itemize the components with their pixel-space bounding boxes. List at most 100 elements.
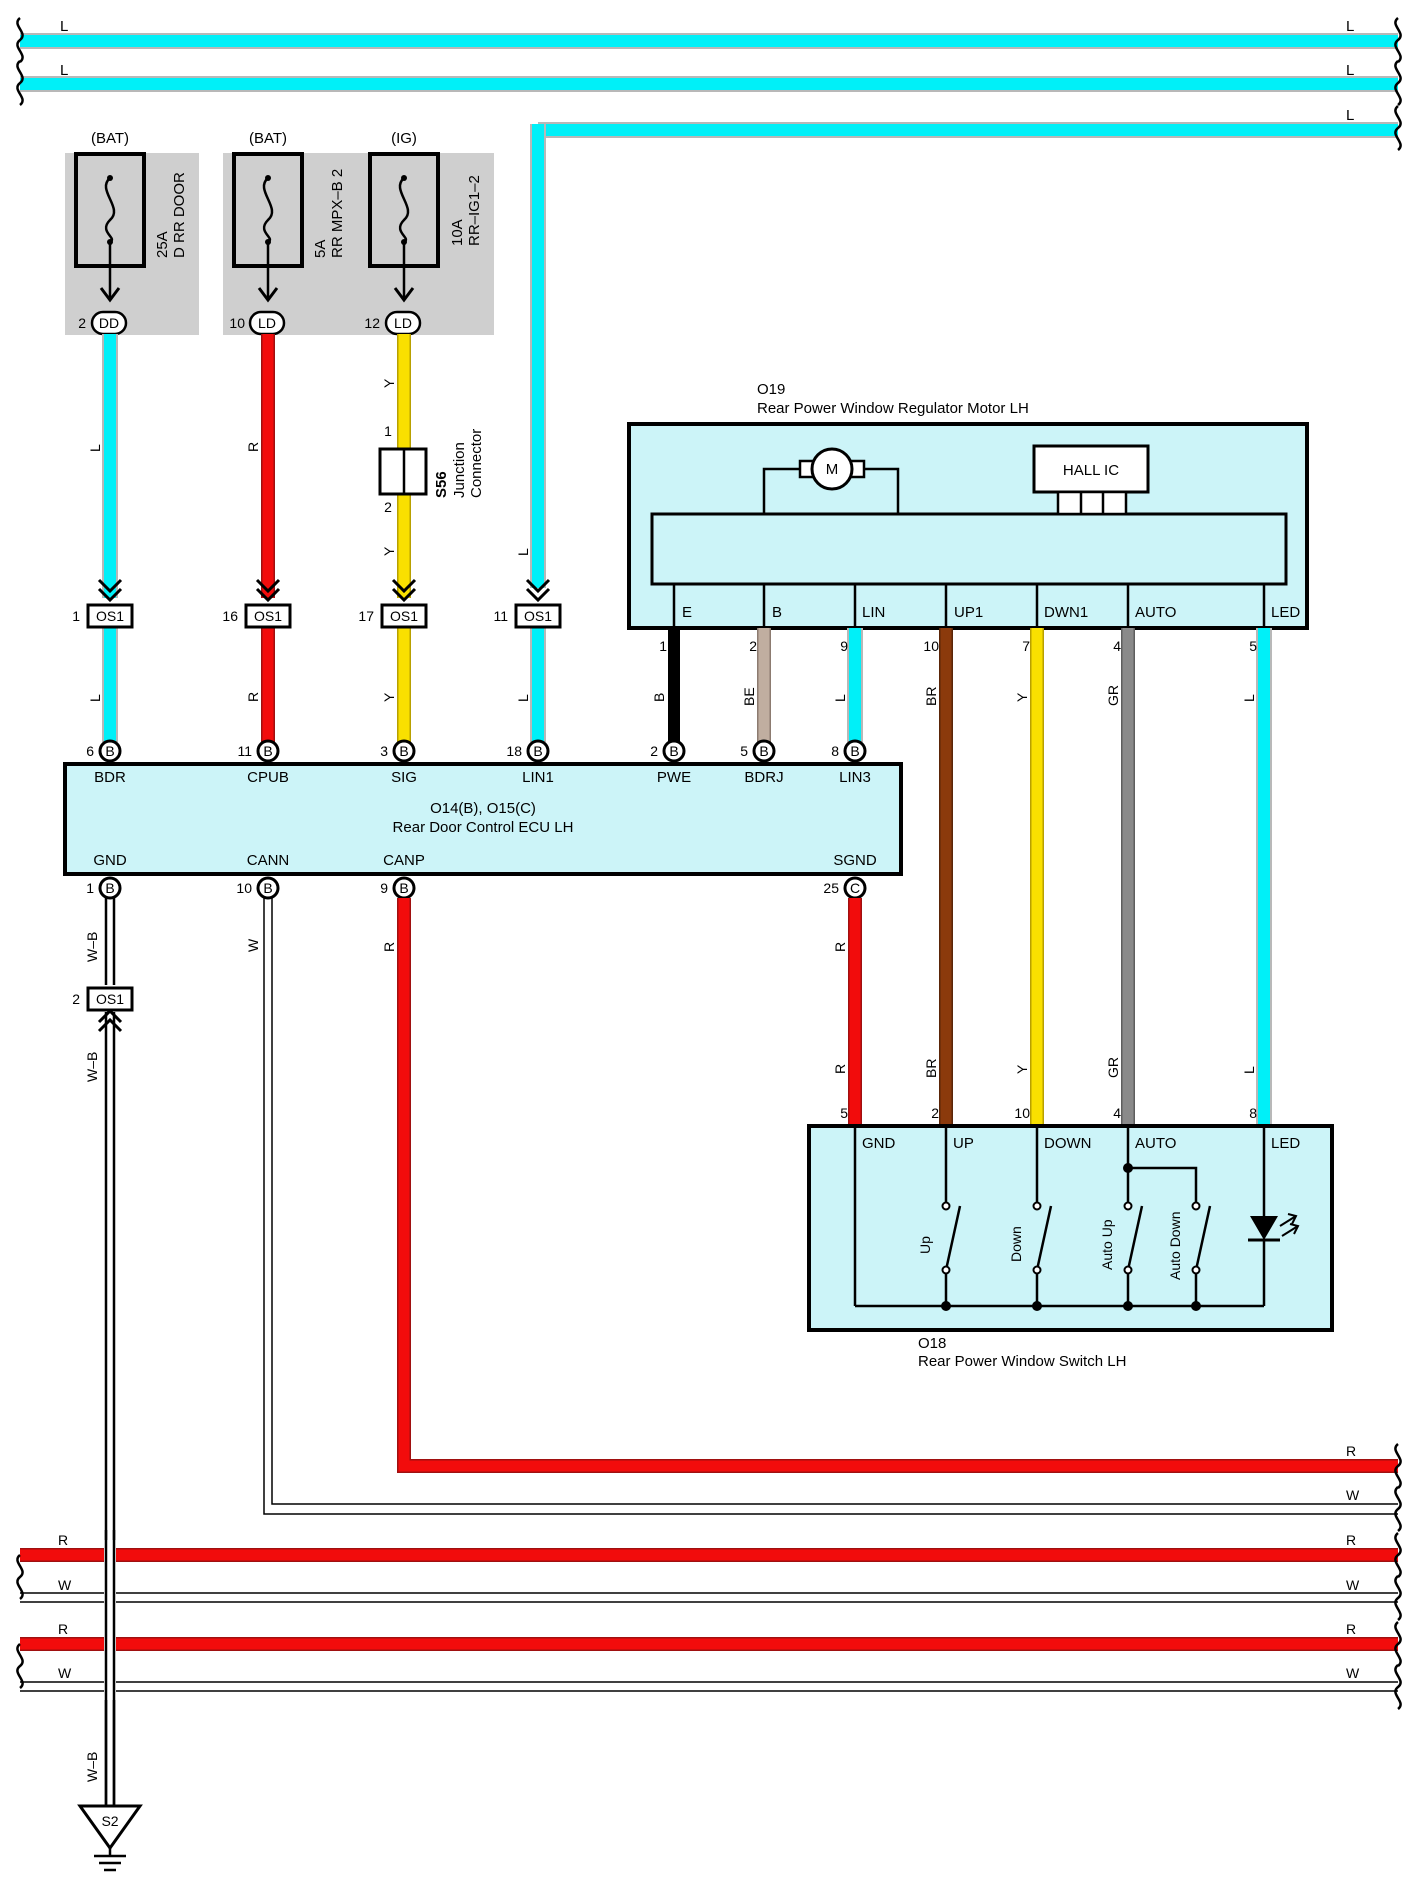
switch-pin-gnd: 5 xyxy=(840,1105,848,1121)
motor-term-auto: AUTO xyxy=(1135,604,1176,621)
wire-label-os1-17: Y xyxy=(381,692,397,702)
wire-label-motor-7: Y xyxy=(1014,692,1030,702)
bottom-bus-canp-right-label: R xyxy=(1346,1443,1356,1459)
ecu-bot-name-2: CANN xyxy=(247,852,290,869)
wire-label-sgnd-a: R xyxy=(832,942,848,952)
bottom-bus-group: R W R R W W R R W W xyxy=(16,1442,1402,1806)
ecu-top-conn-5: B xyxy=(669,743,678,759)
wire-label-motor-2: BE xyxy=(741,687,757,706)
bottom-bus-4-right-label: W xyxy=(1346,1665,1360,1681)
switch-contact-auto-up: Auto Up xyxy=(1099,1219,1115,1270)
bottom-bus-1-left-label: R xyxy=(58,1532,68,1548)
ecu-top-conn-4: B xyxy=(533,743,542,759)
fuse-3-supply: (IG) xyxy=(391,130,417,147)
switch-pin-down: 10 xyxy=(1014,1105,1030,1121)
fuse-1-pin: 2 xyxy=(78,315,86,331)
motor-name: Rear Power Window Regulator Motor LH xyxy=(757,400,1029,417)
os1-2-pin: 2 xyxy=(72,991,80,1007)
wire-label-cann: W xyxy=(245,938,261,952)
motor-symbol: M xyxy=(826,461,839,478)
motor-term-b: B xyxy=(772,604,782,621)
os1-11-pin: 11 xyxy=(493,608,508,624)
os1-11-label: OS1 xyxy=(524,608,552,624)
ground-s2: S2 xyxy=(77,1804,143,1872)
ecu-top-conn-7: B xyxy=(850,743,859,759)
wire-label-os1-11: L xyxy=(515,694,531,702)
wire-label-up-b: BR xyxy=(923,1059,939,1078)
wire-label-gnd-end: W–B xyxy=(84,1752,100,1782)
ecu-top-conn-1: B xyxy=(105,743,114,759)
wire-label-canp: R xyxy=(381,942,397,952)
bottom-bus-2-right-label: W xyxy=(1346,1577,1360,1593)
os1-2-label: OS1 xyxy=(96,991,124,1007)
motor-pin-dwn1: 7 xyxy=(1022,638,1030,654)
motor-pin-b: 2 xyxy=(749,638,757,654)
ecu-bot-conn-4: C xyxy=(850,880,860,896)
wire-label-down-b: Y xyxy=(1014,1064,1030,1074)
wire-label-gnd-top: W–B xyxy=(84,932,100,962)
ground-label: S2 xyxy=(101,1813,118,1829)
switch-term-up: UP xyxy=(953,1135,974,1152)
fuse-panel-2-3: (BAT) 5A RR MPX–B 2 LD 10 (IG) 10A RR–IG… xyxy=(223,130,494,336)
ecu-top-conn-3: B xyxy=(399,743,408,759)
ecu-bot-name-1: GND xyxy=(93,852,127,869)
ecu-top-pin-4: 18 xyxy=(506,743,522,759)
top-bus-group: L L L L L xyxy=(16,16,1402,588)
motor-o19: O19 Rear Power Window Regulator Motor LH… xyxy=(627,381,1309,630)
motor-term-e: E xyxy=(682,604,692,621)
top-bus-2-left-label: L xyxy=(60,62,68,79)
wire-label-motor-9: L xyxy=(832,694,848,702)
switch-pin-auto: 4 xyxy=(1113,1105,1121,1121)
switch-name: Rear Power Window Switch LH xyxy=(918,1353,1126,1370)
ecu-top-pin-5: 2 xyxy=(650,743,658,759)
ecu-top-name-4: LIN1 xyxy=(522,769,554,786)
junction-pin-out: 2 xyxy=(384,499,392,515)
ecu-top-name-6: BDRJ xyxy=(744,769,783,786)
bottom-bus-cann-right-label: W xyxy=(1346,1487,1360,1503)
wire-label-os1-16: R xyxy=(245,692,261,702)
ecu-name: Rear Door Control ECU LH xyxy=(393,819,574,836)
motor-pin-lin: 9 xyxy=(840,638,848,654)
ecu-top-pin-3: 3 xyxy=(380,743,388,759)
os1-17-label: OS1 xyxy=(390,608,418,624)
wire-label-motor-5: L xyxy=(1241,694,1257,702)
fuse-1-rating: 25A xyxy=(154,231,171,258)
ecu-bot-pin-3: 9 xyxy=(380,880,388,896)
os1-17-pin: 17 xyxy=(358,608,374,624)
motor-pin-led: 5 xyxy=(1249,638,1257,654)
wire-label-lin-top: L xyxy=(515,548,531,556)
switch-term-down: DOWN xyxy=(1044,1135,1092,1152)
bottom-bus-4-left-label: W xyxy=(58,1665,72,1681)
os1-connectors: OS1 1 OS1 16 OS1 17 OS1 11 xyxy=(72,578,562,629)
junction-pin-in: 1 xyxy=(384,423,392,439)
wire-label-motor-10: BR xyxy=(923,687,939,706)
supply-wires: L R Y Y L L R Y L xyxy=(87,334,546,742)
switch-contact-down: Down xyxy=(1008,1226,1024,1262)
ecu-bot-name-3: CANP xyxy=(383,852,425,869)
wire-label-led-b: L xyxy=(1241,1066,1257,1074)
switch-term-gnd: GND xyxy=(862,1135,896,1152)
fuse-1-supply: (BAT) xyxy=(91,130,129,147)
motor-term-dwn1: DWN1 xyxy=(1044,604,1088,621)
fuse-1-name: D RR DOOR xyxy=(171,172,188,258)
motor-term-up1: UP1 xyxy=(954,604,983,621)
switch-o18: Up Down Auto Up Auto Down GND UP DOWN AU… xyxy=(807,1105,1334,1370)
fuse-3-conn: LD xyxy=(394,315,412,331)
bottom-bus-2-left-label: W xyxy=(58,1577,72,1593)
fuse-2-name: RR MPX–B 2 xyxy=(329,169,346,258)
junction-code: S56 xyxy=(433,471,450,498)
ecu-top-name-5: PWE xyxy=(657,769,691,786)
ecu-top-name-2: CPUB xyxy=(247,769,289,786)
ecu-top-name-3: SIG xyxy=(391,769,417,786)
bottom-bus-3-left-label: R xyxy=(58,1621,68,1637)
wire-label-fuse2-a: R xyxy=(245,442,261,452)
os1-16-label: OS1 xyxy=(254,608,282,624)
wire-label-fuse3-b: Y xyxy=(381,546,397,556)
junction-line2: Connector xyxy=(468,429,485,498)
ecu-top-pin-1: 6 xyxy=(86,743,94,759)
motor-code: O19 xyxy=(757,381,785,398)
ecu-bot-pin-4: 25 xyxy=(823,880,839,896)
ecu-bot-conn-3: B xyxy=(399,880,408,896)
ecu-bot-name-4: SGND xyxy=(833,852,877,869)
